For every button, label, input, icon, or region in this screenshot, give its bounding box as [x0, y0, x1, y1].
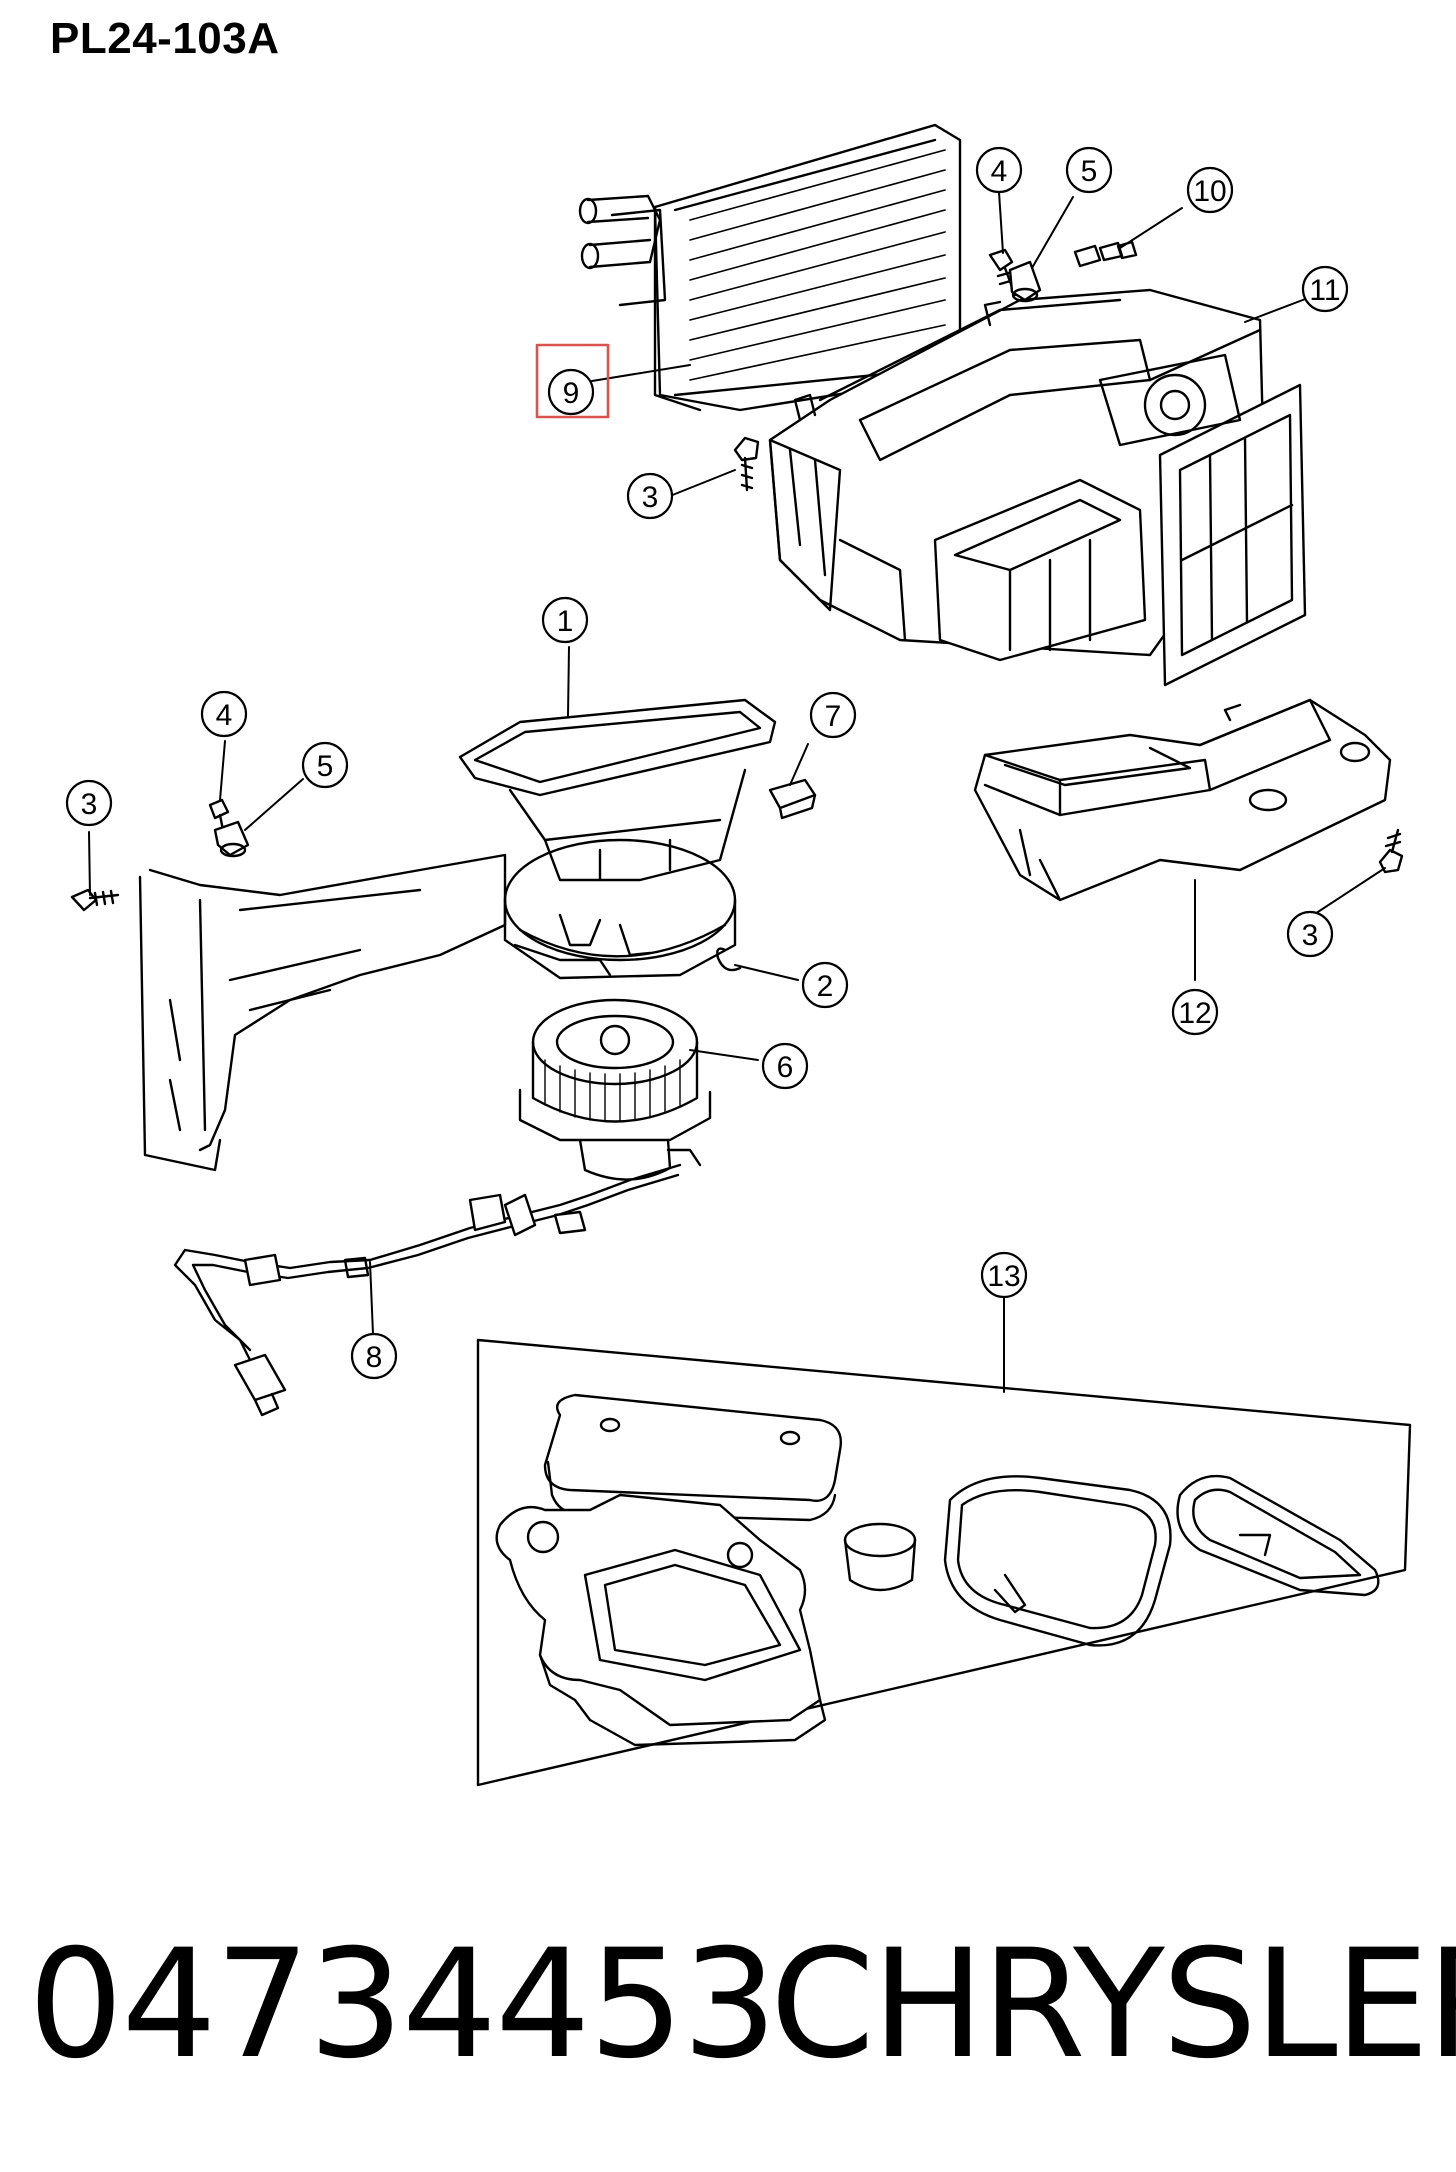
- svg-text:11: 11: [1309, 274, 1340, 307]
- callout-7[interactable]: 7: [809, 691, 857, 739]
- svg-text:5: 5: [1081, 155, 1098, 188]
- distribution-duct: [973, 698, 1392, 902]
- callout-3-left[interactable]: 3: [65, 779, 113, 827]
- svg-text:4: 4: [991, 155, 1008, 188]
- callout-2[interactable]: 2: [801, 961, 849, 1009]
- callouts: 9 3 4 5 10 11 1 4 5 3 7 2 6 8 13 12: [65, 146, 1349, 1380]
- callout-11[interactable]: 11: [1301, 265, 1349, 313]
- callout-12[interactable]: 12: [1171, 988, 1219, 1036]
- callout-4-upper[interactable]: 4: [975, 146, 1023, 194]
- svg-text:12: 12: [1178, 997, 1211, 1030]
- callout-13[interactable]: 13: [980, 1251, 1028, 1299]
- hardware-parts: [70, 240, 1404, 972]
- callout-10[interactable]: 10: [1186, 166, 1234, 214]
- diagram-code: PL24-103A: [50, 14, 280, 63]
- callout-4-left[interactable]: 4: [200, 690, 248, 738]
- svg-text:5: 5: [317, 750, 334, 783]
- part-number: 04734453: [28, 1918, 777, 2092]
- svg-text:13: 13: [987, 1260, 1020, 1293]
- callout-1[interactable]: 1: [541, 596, 589, 644]
- svg-text:1: 1: [557, 605, 574, 638]
- svg-text:2: 2: [817, 970, 834, 1003]
- callout-9[interactable]: 9: [547, 368, 595, 416]
- callout-3-right[interactable]: 3: [1286, 910, 1334, 958]
- heater-housing: [768, 288, 1307, 687]
- svg-text:3: 3: [81, 788, 98, 821]
- svg-text:10: 10: [1193, 175, 1226, 208]
- svg-text:4: 4: [216, 699, 233, 732]
- callout-6[interactable]: 6: [761, 1042, 809, 1090]
- callout-3-upper[interactable]: 3: [626, 472, 674, 520]
- blower-housing: [138, 698, 777, 1172]
- callout-9-highlight: [535, 343, 610, 419]
- manufacturer-name: CHRYSLER: [770, 1918, 1456, 2092]
- blower-motor-wheel: [518, 998, 712, 1181]
- callout-8[interactable]: 8: [350, 1332, 398, 1380]
- wiring-harness: [173, 1163, 682, 1417]
- svg-text:7: 7: [825, 700, 842, 733]
- svg-text:3: 3: [642, 481, 659, 514]
- svg-text:3: 3: [1302, 919, 1319, 952]
- exploded-parts-diagram: 9 3 4 5 10 11 1 4 5 3 7 2 6 8 13 12: [65, 123, 1412, 1787]
- seal-kit: [476, 1338, 1412, 1787]
- callout-5-upper[interactable]: 5: [1065, 146, 1113, 194]
- leader-lines: [88, 191, 1386, 1393]
- callout-5-left[interactable]: 5: [301, 741, 349, 789]
- svg-text:8: 8: [366, 1341, 383, 1374]
- svg-text:9: 9: [563, 377, 580, 410]
- svg-text:6: 6: [777, 1051, 794, 1084]
